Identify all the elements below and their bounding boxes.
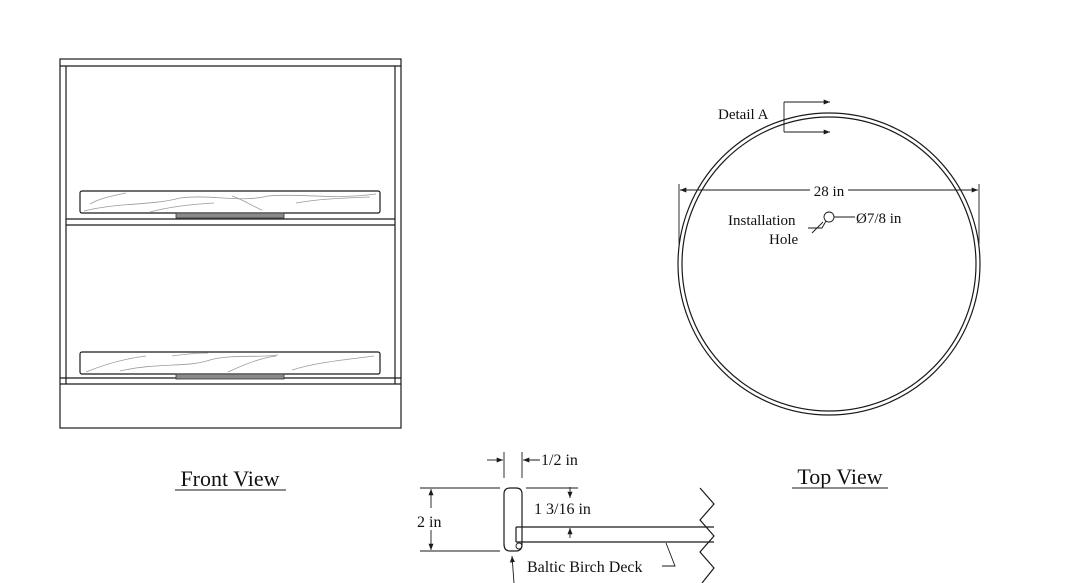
upper-deck	[79, 190, 381, 219]
thickness-label: 1/2 in	[541, 452, 578, 469]
offset-label: 1 3/16 in	[534, 501, 591, 518]
installation-hole-label-line1: Installation	[728, 213, 796, 229]
installation-hole-circle	[823, 211, 835, 223]
height-dimension: 2 in	[417, 487, 500, 552]
diameter-dimension: 28 in	[678, 184, 980, 244]
lower-deck	[79, 351, 381, 380]
installation-hole-label-line2: Hole	[769, 232, 799, 248]
break-line	[699, 487, 715, 583]
offset-dimension: 1 3/16 in	[526, 487, 591, 538]
deck-label: Baltic Birch Deck	[527, 559, 643, 576]
height-label: 2 in	[417, 514, 441, 531]
outer-rim	[677, 112, 981, 416]
hole-diameter-label: Ø7/8 in	[856, 211, 902, 227]
deck-board	[515, 487, 715, 583]
top-view-title: Top View	[797, 464, 882, 489]
installation-hole: Ø7/8 in Installation Hole	[728, 211, 902, 248]
inner-rim	[681, 116, 977, 412]
lower-bearing	[175, 373, 285, 380]
front-view: Front View	[59, 58, 402, 491]
rim-profile	[503, 487, 523, 552]
diameter-label: 28 in	[814, 184, 845, 200]
upper-bearing	[175, 212, 285, 219]
front-view-title: Front View	[180, 466, 279, 491]
deck-callout: Baltic Birch Deck	[509, 542, 676, 583]
detail-a-label: Detail A	[718, 107, 769, 123]
cabinet-outline	[59, 58, 402, 429]
detail-a-marker: Detail A	[718, 99, 830, 135]
detail-a-section: 1/2 in 2 in 1 3/16 in Baltic Birch Deck	[417, 452, 715, 583]
top-view: Detail A 28 in Ø7/8 in Installation Hole…	[677, 99, 981, 489]
thickness-dimension: 1/2 in	[487, 452, 578, 478]
